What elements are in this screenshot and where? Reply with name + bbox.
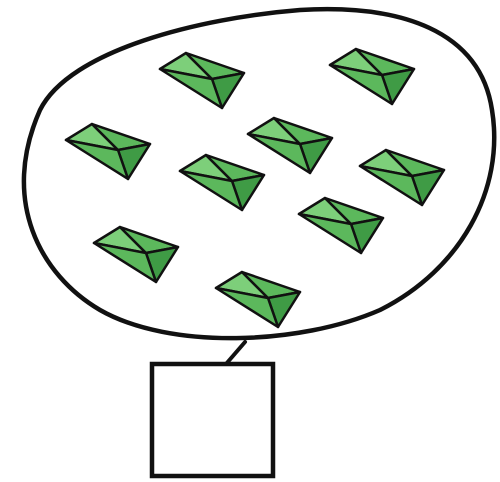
green-pyramid-icon xyxy=(360,150,444,205)
green-pyramid-icon xyxy=(66,124,150,179)
green-pyramid-icon xyxy=(160,53,244,108)
answer-box[interactable] xyxy=(152,364,273,476)
green-pyramid-icon xyxy=(216,272,300,327)
green-pyramid-icon xyxy=(180,155,264,210)
green-pyramid-icon xyxy=(94,227,178,282)
pyramid-group xyxy=(66,49,444,327)
green-pyramid-icon xyxy=(299,198,383,253)
connector-line xyxy=(226,342,245,364)
green-pyramid-icon xyxy=(330,49,414,104)
green-pyramid-icon xyxy=(248,118,332,173)
